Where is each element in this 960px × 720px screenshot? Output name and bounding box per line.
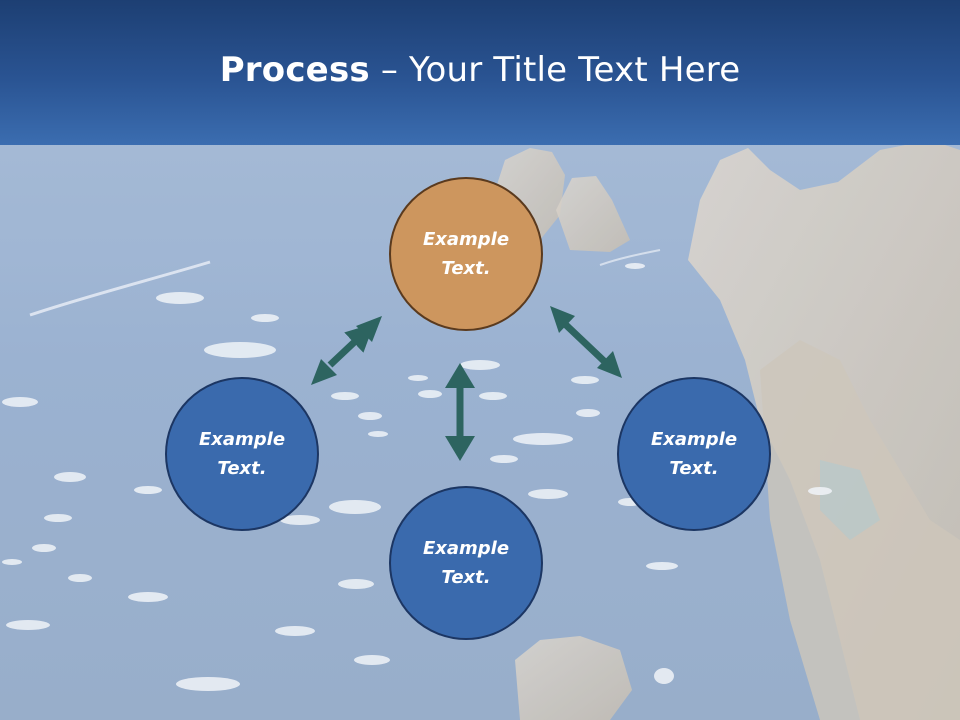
node-text-line1: Example <box>650 429 738 450</box>
process-node-left: Example Text. <box>165 377 319 531</box>
node-text-line1: Example <box>422 229 510 250</box>
arrowhead <box>356 316 382 342</box>
arrow-top-right <box>563 322 607 364</box>
arrowhead <box>311 359 337 385</box>
node-text-line2: Text. <box>669 458 719 479</box>
node-text-line2: Text. <box>441 567 491 588</box>
node-text-line2: Text. <box>217 458 267 479</box>
arrowhead <box>550 306 575 333</box>
arrow-top-left <box>327 323 375 368</box>
title-bold: Process <box>219 50 370 90</box>
process-node-bottom: Example Text. <box>389 486 543 640</box>
node-text-line2: Text. <box>441 258 491 279</box>
node-text-line1: Example <box>198 429 286 450</box>
arrowhead <box>445 363 475 388</box>
title-rest: – Your Title Text Here <box>369 50 741 90</box>
title-bar: Process – Your Title Text Here <box>0 0 960 145</box>
slide-title: Process – Your Title Text Here <box>0 50 960 90</box>
process-node-top: Example Text. <box>389 177 543 331</box>
arrowhead <box>597 351 622 378</box>
arrowhead <box>445 436 475 461</box>
process-node-right: Example Text. <box>617 377 771 531</box>
node-text-line1: Example <box>422 538 510 559</box>
